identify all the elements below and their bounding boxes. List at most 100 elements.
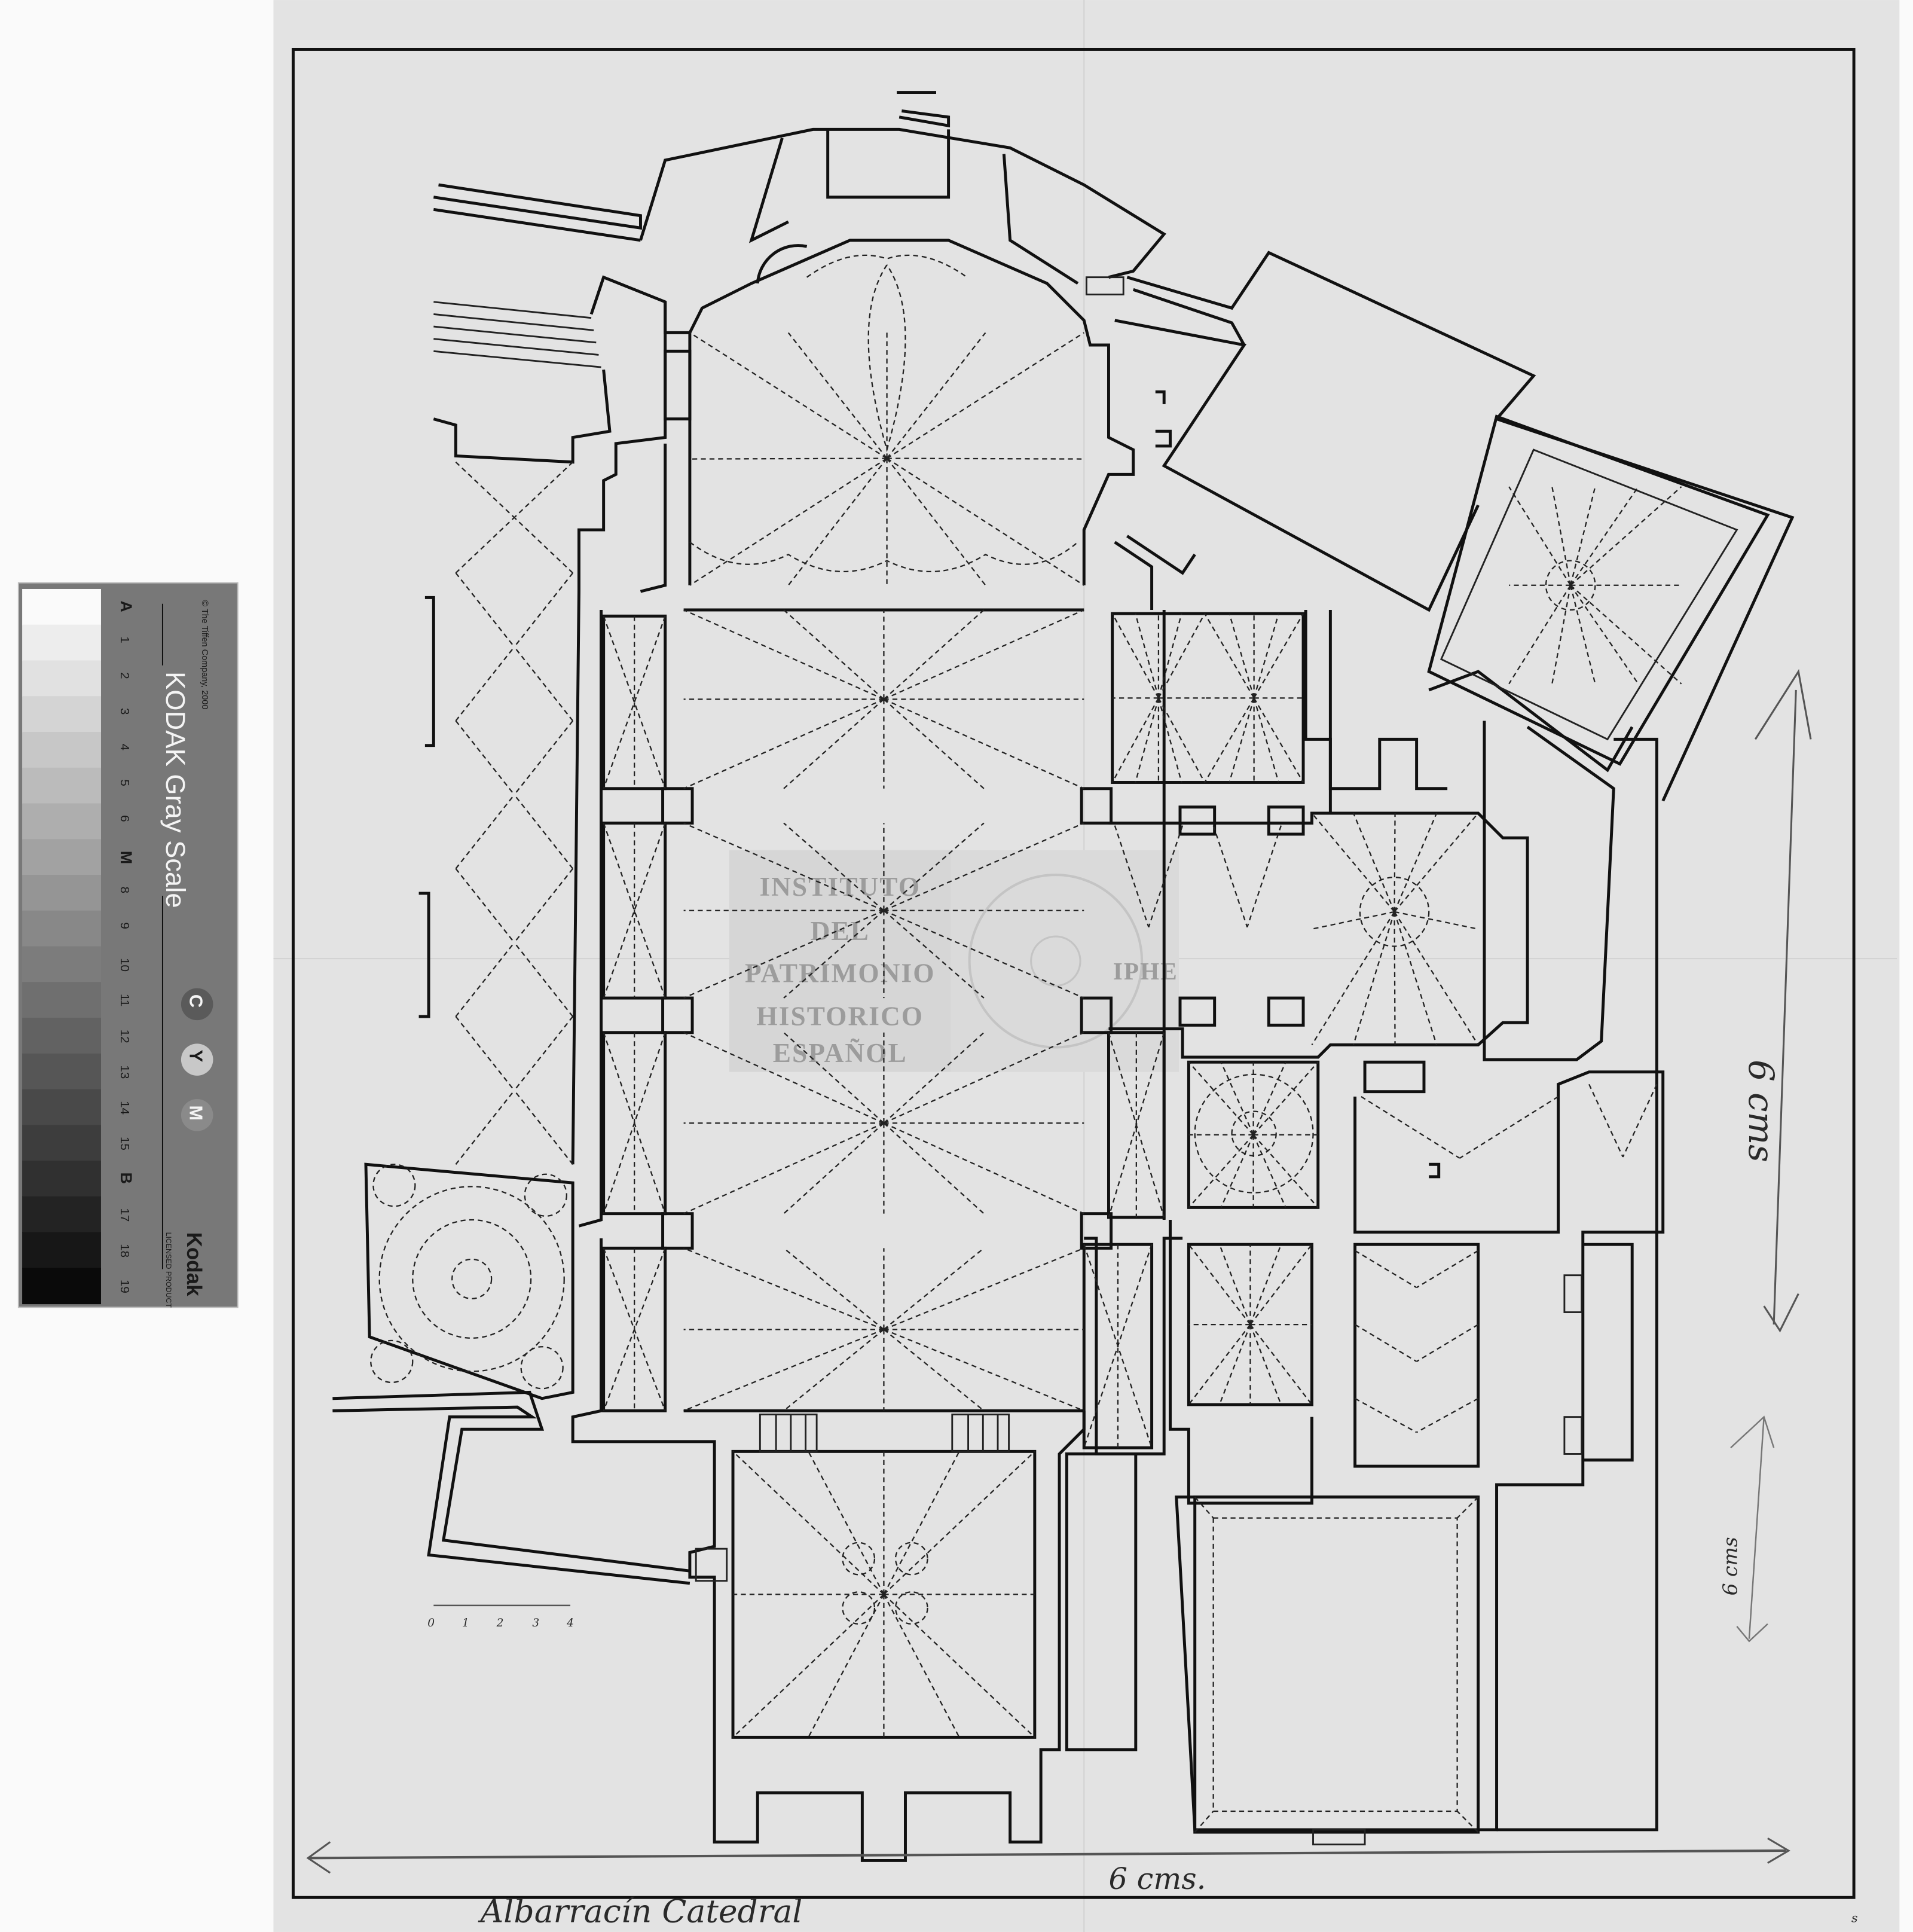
vault-rib [683, 1329, 884, 1412]
vault-rib [883, 1329, 985, 1412]
title-handwritten: Albarracín Catedral [478, 1892, 803, 1930]
vault-rib [886, 457, 1084, 586]
watermark: INSTITUTO DEL PATRIMONIO HISTORICO ESPAÑ… [729, 850, 1179, 1072]
gray-step-label: 3 [118, 708, 132, 715]
vault-rib [1394, 911, 1438, 1045]
vault-rib [683, 1122, 884, 1214]
gray-step-label: 19 [118, 1280, 132, 1293]
rose-window-vault [370, 1164, 567, 1390]
vault-rib [1394, 813, 1479, 912]
watermark-line: PATRIMONIO [745, 958, 936, 988]
vault-rib [1252, 1061, 1319, 1136]
vault-rib [1083, 1244, 1153, 1448]
vault-rib [1111, 613, 1159, 698]
vault-rib [514, 1089, 574, 1165]
card-title: KODAK Gray Scale [160, 672, 191, 908]
gray-step [22, 875, 101, 911]
vault-rib [884, 1247, 1084, 1330]
vault-rib [603, 615, 666, 789]
gray-step [22, 910, 101, 947]
vault-rib [683, 1247, 884, 1330]
vault-rib [1157, 613, 1182, 698]
vault-rib [514, 942, 574, 1017]
gray-step [22, 624, 101, 661]
vault-rib [1194, 1496, 1214, 1519]
vault-rib [1114, 825, 1150, 927]
vault-rib [883, 1451, 960, 1595]
gray-step-label: 18 [118, 1244, 132, 1258]
vault-rib [1249, 1244, 1282, 1325]
vault-rib [1354, 1250, 1417, 1289]
vault-ribs [455, 332, 1682, 1833]
vault-rib [1459, 1095, 1559, 1159]
vault-rib [883, 909, 985, 999]
vault-rib [455, 868, 515, 944]
vault-rib [1253, 697, 1304, 783]
scale-label: 3 [532, 1617, 539, 1629]
vault-rib [883, 698, 1084, 789]
vault-rib [886, 457, 986, 586]
watermark-line: DEL [811, 916, 870, 946]
vault-rib [1188, 1061, 1254, 1136]
vault-rib [1108, 1032, 1165, 1218]
stairs-south [695, 276, 1583, 1846]
gray-step-label: 12 [118, 1030, 132, 1043]
gray-step [22, 660, 101, 697]
vault-rib [514, 794, 574, 869]
vault-rib [1394, 813, 1438, 912]
gray-step [22, 731, 101, 768]
scale-label: 0 [427, 1617, 435, 1629]
vault-rib [783, 1122, 885, 1214]
vault-rib [683, 909, 884, 999]
vault-rib [1135, 613, 1160, 698]
kodak-logo: Kodak [182, 1232, 206, 1297]
vault-rib [787, 457, 888, 586]
vault-rib [455, 1016, 515, 1091]
gray-step [22, 946, 101, 983]
vault-rib [1570, 584, 1682, 685]
gray-step-label: 2 [118, 672, 132, 679]
gray-step-label: 13 [118, 1065, 132, 1079]
vault-rib [1311, 911, 1395, 1045]
vault-rib [1212, 825, 1248, 927]
gray-step [22, 982, 101, 1019]
vault-rib [1252, 1134, 1319, 1208]
vault-rib [683, 822, 884, 911]
gray-step-label: 6 [118, 815, 132, 822]
gray-step [22, 767, 101, 804]
vault-rib [455, 1089, 515, 1165]
gray-step [22, 696, 101, 733]
vault-rib [1229, 698, 1255, 783]
gray-step-label: 15 [118, 1137, 132, 1150]
vault-rib [883, 1451, 1035, 1595]
vault-rib [732, 1594, 885, 1738]
vault-rib [883, 609, 1084, 700]
vault-rib [1416, 1397, 1479, 1433]
vault-rib [455, 942, 515, 1017]
vault-rib [1570, 486, 1639, 586]
vault-rib [1394, 911, 1478, 930]
watermark-seal-text: IPHE [1113, 957, 1178, 985]
vault-rib [514, 517, 573, 574]
vault-rib [1157, 698, 1182, 783]
vault-rib [1252, 1134, 1286, 1208]
stairs-left [433, 301, 601, 368]
gray-step [22, 588, 101, 625]
vault-rib [683, 609, 884, 700]
vault-rib [1361, 1095, 1460, 1159]
vault-rib [783, 1031, 885, 1124]
vault-rib [1220, 1134, 1254, 1208]
vault-rib [1354, 1324, 1417, 1362]
gray-step-label: 8 [118, 887, 132, 893]
gray-step [22, 1053, 101, 1090]
vault-rib [455, 646, 515, 722]
vault-rib [455, 572, 515, 648]
gray-step-label: 4 [118, 744, 132, 750]
gray-step-label: 14 [118, 1101, 132, 1115]
right-small-dimension-note: 6 cms [1718, 1537, 1741, 1595]
vault-rib [514, 720, 574, 795]
vault-rib [1570, 585, 1639, 685]
watermark-line: INSTITUTO [759, 872, 921, 902]
vault-keystones [689, 254, 1596, 1625]
vault-rib [455, 720, 515, 795]
